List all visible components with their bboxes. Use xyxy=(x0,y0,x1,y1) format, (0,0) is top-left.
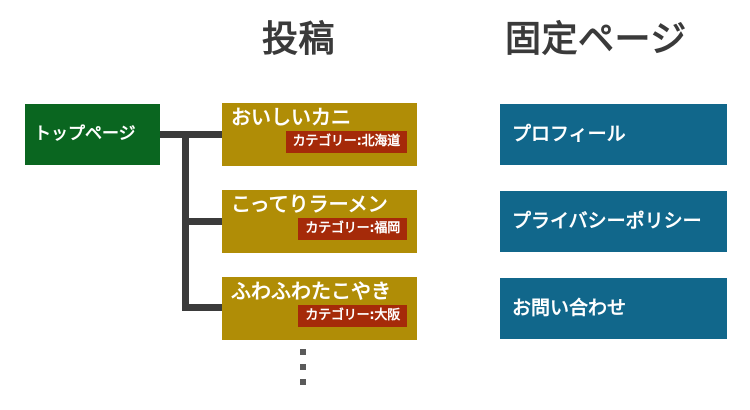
post-category-badge: カテゴリー:大阪 xyxy=(298,305,407,327)
column-heading-posts: 投稿 xyxy=(262,19,336,60)
post-category-badge: カテゴリー:福岡 xyxy=(298,218,407,240)
node-fixed-page[interactable]: プライバシーポリシー xyxy=(500,191,727,252)
fixed-page-label: プロフィール xyxy=(512,123,626,146)
fixed-page-label: プライバシーポリシー xyxy=(512,210,702,233)
node-top-page-label: トップページ xyxy=(34,124,136,145)
ellipsis-dot xyxy=(300,379,306,385)
post-badge-row: カテゴリー:福岡 xyxy=(222,218,417,240)
post-badge-row: カテゴリー:北海道 xyxy=(222,131,417,153)
node-post[interactable]: おいしいカニ カテゴリー:北海道 xyxy=(222,103,417,166)
post-title: ふわふわたこやき xyxy=(231,279,391,303)
connector-branch-post-3 xyxy=(182,304,224,311)
node-fixed-page[interactable]: お問い合わせ xyxy=(500,278,727,339)
ellipsis-dot xyxy=(300,349,306,355)
node-top-page[interactable]: トップページ xyxy=(25,104,160,165)
post-title: こってりラーメン xyxy=(231,192,388,216)
post-category-badge: カテゴリー:北海道 xyxy=(285,131,407,153)
node-post[interactable]: こってりラーメン カテゴリー:福岡 xyxy=(222,190,417,253)
connector-root-stub xyxy=(157,131,187,138)
connector-branch-post-1 xyxy=(182,131,224,138)
more-posts-ellipsis-icon xyxy=(300,349,308,385)
post-title: おいしいカニ xyxy=(231,105,351,129)
fixed-page-label: お問い合わせ xyxy=(512,297,627,320)
post-badge-row: カテゴリー:大阪 xyxy=(222,305,417,327)
node-fixed-page[interactable]: プロフィール xyxy=(500,104,727,165)
column-heading-pages: 固定ページ xyxy=(505,19,687,60)
ellipsis-dot xyxy=(300,364,306,370)
node-post[interactable]: ふわふわたこやき カテゴリー:大阪 xyxy=(222,277,417,340)
connector-branch-post-2 xyxy=(182,218,224,225)
